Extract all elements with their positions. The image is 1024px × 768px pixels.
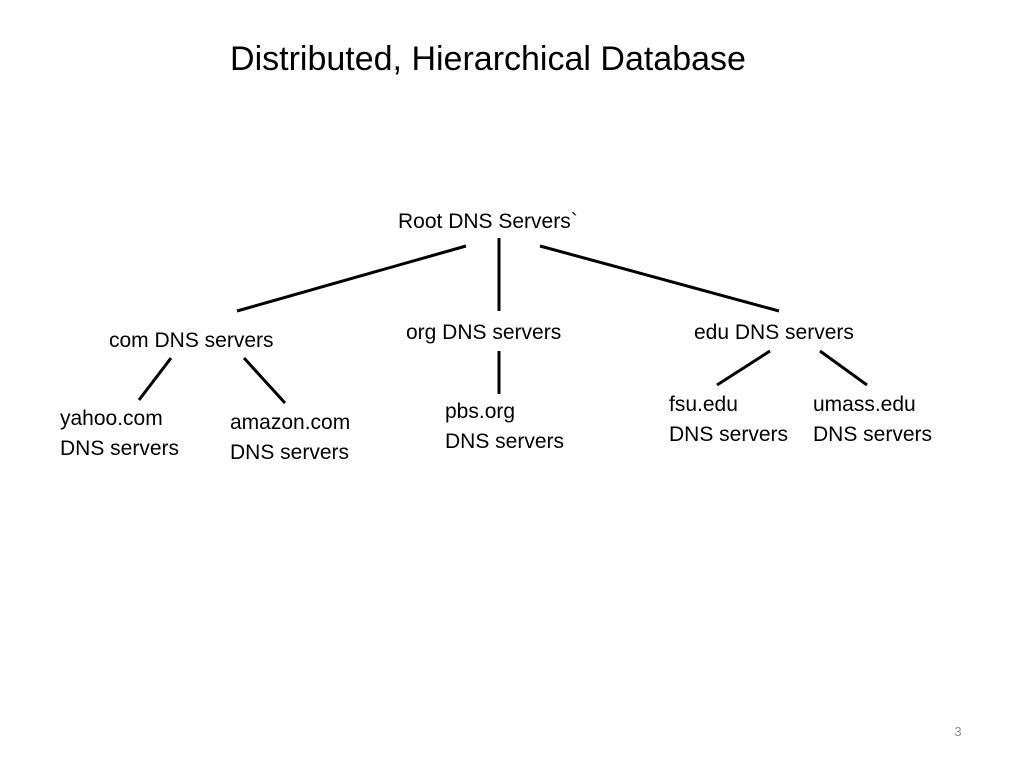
page-number: 3 bbox=[954, 724, 962, 739]
edge-root-com bbox=[236, 244, 467, 313]
umass-servers-label: DNS servers bbox=[813, 423, 933, 446]
fsu-dns-node: fsu.edu DNS servers bbox=[669, 390, 788, 450]
fsu-domain-label: fsu.edu bbox=[669, 393, 738, 416]
com-dns-node: com DNS servers bbox=[109, 326, 274, 356]
edge-com-yahoo bbox=[137, 357, 173, 401]
umass-dns-node: umass.edu DNS servers bbox=[813, 390, 932, 450]
yahoo-servers-label: DNS servers bbox=[60, 437, 180, 460]
yahoo-domain-label: yahoo.com bbox=[60, 407, 163, 430]
root-dns-node: Root DNS Servers` bbox=[398, 207, 578, 237]
edge-edu-umass bbox=[819, 349, 868, 387]
umass-domain-label: umass.edu bbox=[813, 393, 916, 416]
pbs-servers-label: DNS servers bbox=[445, 430, 565, 453]
edu-dns-node: edu DNS servers bbox=[694, 318, 854, 348]
fsu-servers-label: DNS servers bbox=[669, 423, 789, 446]
pbs-domain-label: pbs.org bbox=[445, 400, 516, 423]
org-dns-node: org DNS servers bbox=[406, 318, 561, 348]
org-dns-label: org DNS servers bbox=[406, 321, 562, 344]
com-dns-label: com DNS servers bbox=[109, 329, 274, 352]
edge-com-amazon bbox=[242, 356, 287, 405]
yahoo-dns-node: yahoo.com DNS servers bbox=[60, 404, 179, 464]
slide-title: Distributed, Hierarchical Database bbox=[230, 40, 746, 78]
edge-edu-fsu bbox=[716, 349, 771, 387]
root-dns-label: Root DNS Servers` bbox=[398, 210, 578, 233]
edge-root-edu bbox=[539, 244, 780, 313]
amazon-domain-label: amazon.com bbox=[230, 411, 351, 434]
amazon-dns-node: amazon.com DNS servers bbox=[230, 408, 350, 468]
amazon-servers-label: DNS servers bbox=[230, 441, 350, 464]
pbs-dns-node: pbs.org DNS servers bbox=[445, 397, 564, 457]
edu-dns-label: edu DNS servers bbox=[694, 321, 854, 344]
